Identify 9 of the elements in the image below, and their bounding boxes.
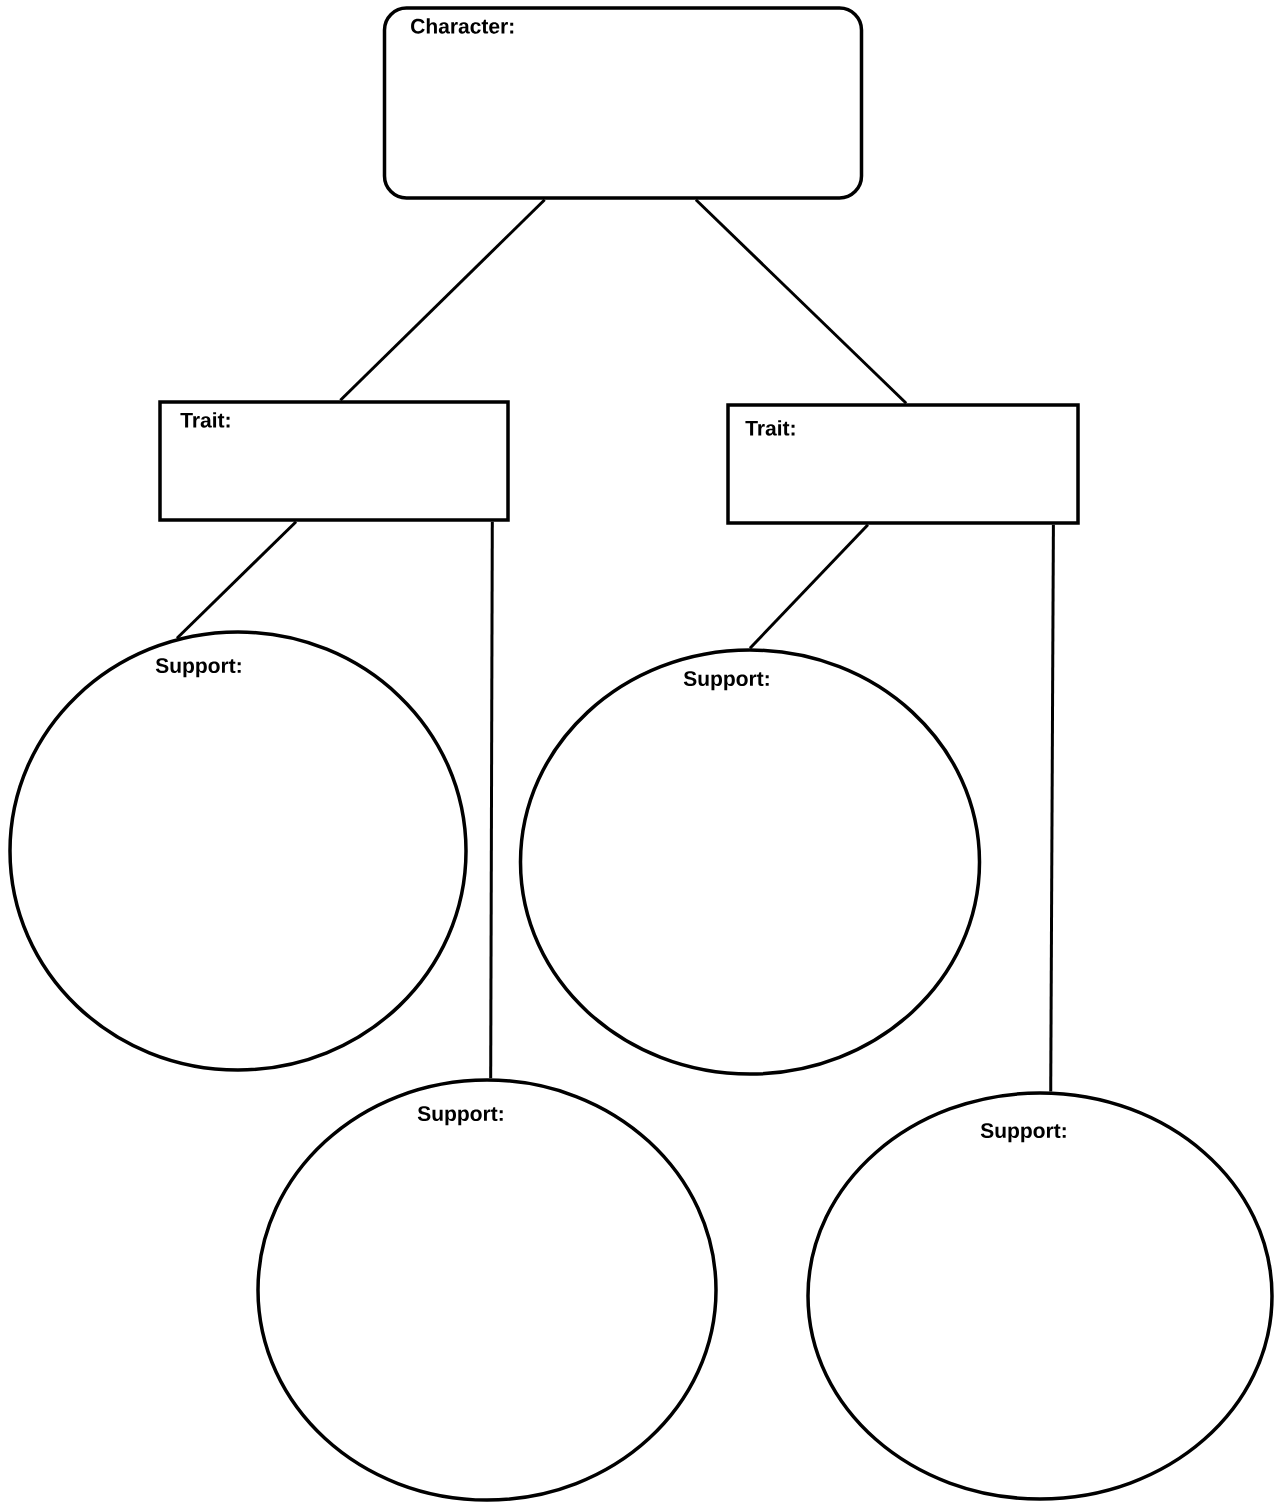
trait-box: Trait: [158,400,510,522]
trait-box: Trait: [726,403,1080,525]
connector-line [748,523,869,650]
connector-line [489,521,494,1079]
connector-line [694,198,908,405]
connector-line [1049,524,1055,1092]
character-box: Character: [382,6,864,200]
connector-line [175,520,298,640]
connector-line [339,198,546,402]
